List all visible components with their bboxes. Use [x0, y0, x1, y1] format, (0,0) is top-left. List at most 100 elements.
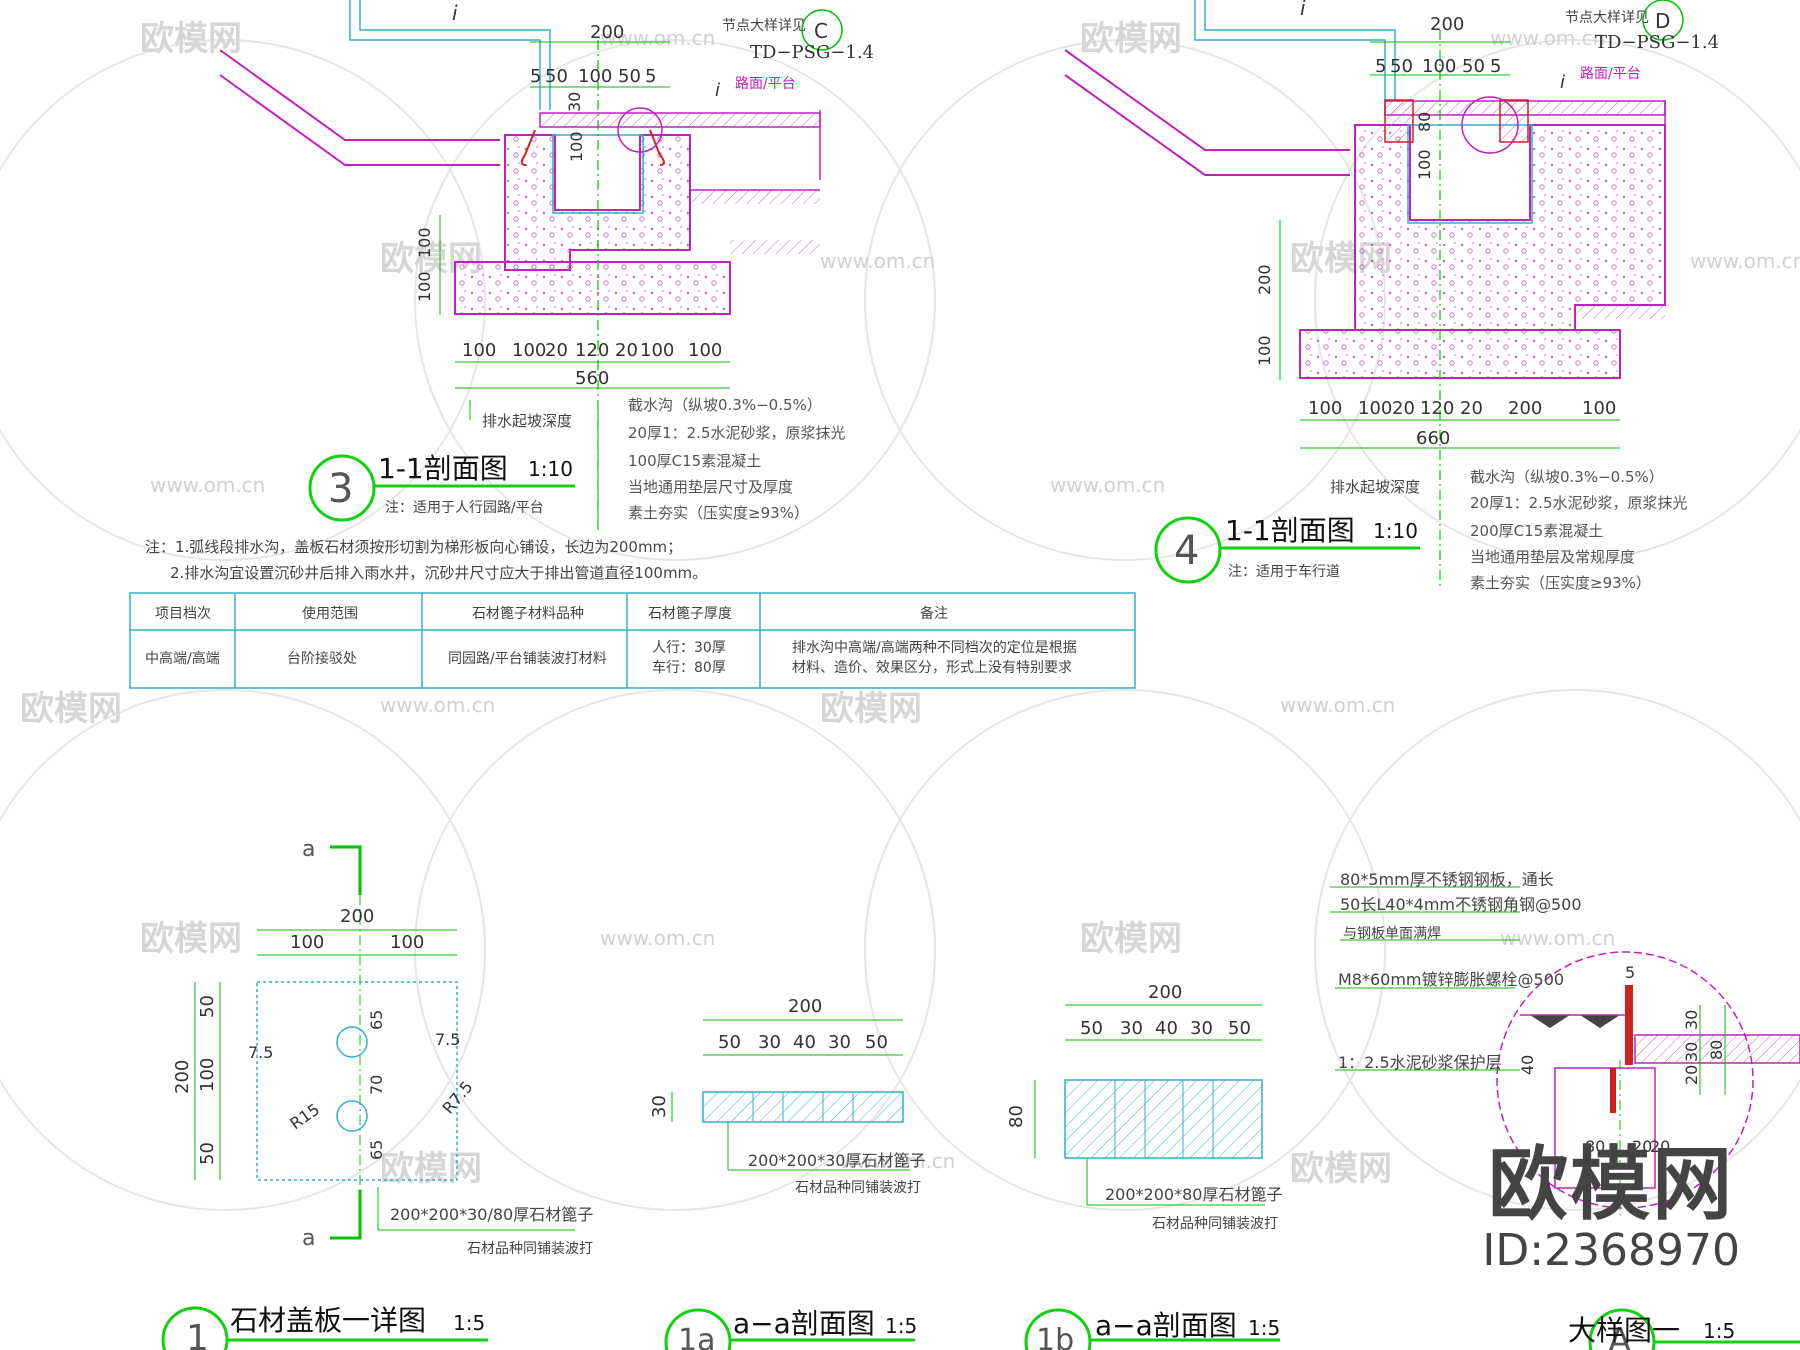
dim: 20	[1392, 398, 1415, 419]
watermark-url: www.om.cn	[380, 693, 495, 717]
layer-note: 20厚1：2.5水泥砂浆，原浆抹光	[1470, 494, 1688, 512]
dim: 30	[1120, 1018, 1143, 1039]
title-bubble	[1154, 516, 1222, 584]
depth-label: 排水起坡深度	[1330, 478, 1420, 496]
dim: 100	[640, 340, 674, 361]
layer-note: 素土夯实（压实度≥93%）	[1470, 574, 1651, 592]
dim-65b: 65	[367, 1140, 386, 1160]
watermark-arcs	[0, 39, 1800, 1211]
material-sublabel: 石材品种同铺装波打	[1152, 1215, 1278, 1232]
watermark-logo: 欧模网	[820, 689, 922, 729]
dim-40: 40	[1518, 1055, 1537, 1075]
watermark-url: www.om.cn	[1050, 473, 1165, 497]
dim: 100	[1582, 398, 1616, 419]
total-dim: 560	[575, 368, 609, 389]
table-cell: 同园路/平台铺装波打材料	[448, 650, 607, 667]
detail-note: 80*5mm厚不锈钢钢板，通长	[1340, 870, 1554, 889]
dim: 50	[1228, 1018, 1251, 1039]
section-note: 注：适用于车行道	[1228, 563, 1340, 580]
bottom-dims: 100 100 20 120 20 200 100	[1308, 398, 1616, 419]
dim: 50	[618, 66, 641, 87]
watermark-logo: 欧模网	[140, 19, 242, 59]
title-bubble	[161, 1306, 229, 1350]
dim-100a: 100	[290, 932, 324, 953]
section-1: a a 200 100 100 200 50 100 50 65 70 65 7…	[161, 837, 593, 1350]
detail-note: 50长L40*4mm不锈钢角钢@500	[1340, 895, 1582, 914]
cut-mark: a	[302, 837, 315, 862]
dim-75b: 7.5	[435, 1030, 460, 1049]
dim-20b: 20	[1650, 1137, 1670, 1156]
dim-200: 200	[1255, 264, 1274, 295]
general-note: 注：1.弧线段排水沟，盖板石材须按形切割为梯形板向心铺设，长边为200mm；	[145, 538, 682, 556]
title-bubble	[1024, 1308, 1092, 1350]
dim: 120	[575, 340, 609, 361]
section-a: 80*5mm厚不锈钢钢板，通长 50长L40*4mm不锈钢角钢@500 与钢板单…	[1330, 870, 1800, 1350]
dim-200: 200	[340, 906, 374, 927]
dim-30: 30	[1682, 1010, 1701, 1030]
dim-100v: 100	[1415, 149, 1434, 180]
watermark-url: www.om.cn	[600, 926, 715, 950]
dim: 5	[645, 66, 656, 87]
section-1b: 200 50 30 40 30 50 80 200*200*80厚石材篦子 石材…	[1006, 982, 1282, 1350]
dim-5: 5	[1625, 963, 1635, 982]
detail-note: M8*60mm镀锌膨胀螺栓@500	[1338, 970, 1564, 989]
layer-note: 素土夯实（压实度≥93%）	[628, 504, 809, 522]
dim-v100: 100	[197, 1058, 218, 1092]
material-label: 200*200*30/80厚石材篦子	[390, 1205, 593, 1224]
layer-note: 当地通用垫层及常规厚度	[1470, 548, 1635, 566]
watermark-logo: 欧模网	[20, 689, 122, 729]
title-number: 1	[186, 1318, 209, 1350]
section-scale: 1:5	[885, 1314, 917, 1338]
dim-100a: 100	[415, 227, 434, 258]
bottom-dims: 100 100 20 120 20 100 100	[462, 340, 722, 361]
dim-30b: 30	[1682, 1042, 1701, 1062]
dim: 5	[1490, 56, 1501, 77]
dim-75a: 7.5	[248, 1043, 273, 1062]
dims-row: 50 30 40 30 50	[718, 1032, 888, 1053]
dim-20a: 20	[1632, 1137, 1652, 1156]
depth-label: 排水起坡深度	[482, 412, 572, 430]
dim-30: 30	[649, 1095, 670, 1118]
layer-note: 20厚1：2.5水泥砂浆，原浆抹光	[628, 424, 846, 442]
dim-top: 200	[1430, 14, 1464, 35]
title-number: 1b	[1036, 1323, 1074, 1350]
watermark-url: www.om.cn	[1500, 926, 1615, 950]
table-cell: 车行：80厚	[652, 659, 726, 676]
dim: 30	[828, 1032, 851, 1053]
section-4: 200 i i 节点大样详见 D TD−PSG−1.4 路面/平台 5 50 1…	[1064, 0, 1719, 592]
dim: 100	[462, 340, 496, 361]
table-header: 备注	[920, 605, 948, 622]
ref-bubble	[1642, 0, 1684, 41]
layer-notes: 截水沟（纵坡0.3%−0.5%） 20厚1：2.5水泥砂浆，原浆抹光 200厚C…	[1470, 468, 1688, 592]
slope-label: i	[715, 80, 720, 101]
title-number: A	[1608, 1321, 1631, 1350]
section-title: a−a剖面图	[733, 1307, 875, 1340]
title-number: 3	[328, 466, 353, 512]
dims-row: 5 50 100 50 5	[1375, 56, 1501, 77]
watermark-text: 欧模网 欧模网 欧模网 欧模网 欧模网 欧模网 欧模网 欧模网 欧模网 欧模网	[20, 19, 1392, 1189]
slope-label: i	[1300, 0, 1306, 20]
spec-table: 项目档次 使用范围 石材篦子材料品种 石材篦子厚度 备注 中高端/高端 台阶接驳…	[129, 592, 1136, 689]
dim-top: 200	[590, 22, 624, 43]
watermark-url: www.om.cn	[1280, 693, 1395, 717]
dim: 20	[1460, 398, 1483, 419]
ref-letter: D	[1655, 9, 1670, 33]
cut-mark: a	[302, 1226, 315, 1251]
section-title: 1-1剖面图	[378, 452, 508, 485]
general-notes: 注：1.弧线段排水沟，盖板石材须按形切割为梯形板向心铺设，长边为200mm； 2…	[145, 538, 707, 582]
general-note: 2.排水沟宜设置沉砂井后排入雨水井，沉砂井尺寸应大于排出管道直径100mm。	[170, 564, 707, 582]
detail-notes: 80*5mm厚不锈钢钢板，通长 50长L40*4mm不锈钢角钢@500 与钢板单…	[1338, 870, 1582, 1072]
dim: 100	[1422, 56, 1456, 77]
watermark-url: www.om.cn	[1690, 249, 1800, 273]
dim: 40	[1155, 1018, 1178, 1039]
ref-label: 节点大样详见	[722, 18, 806, 34]
table-cell: 中高端/高端	[145, 650, 220, 667]
table-header: 石材篦子厚度	[648, 606, 732, 622]
section-scale: 1:5	[453, 1311, 485, 1335]
dims-row: 50 30 40 30 50	[1080, 1018, 1251, 1039]
watermark-logo: 欧模网	[140, 919, 242, 959]
section-1a: 200 50 30 40 30 50 30 200*200*30厚石材篦子 石材…	[649, 996, 925, 1350]
dim: 100	[1308, 398, 1342, 419]
slope-label: i	[452, 1, 458, 25]
